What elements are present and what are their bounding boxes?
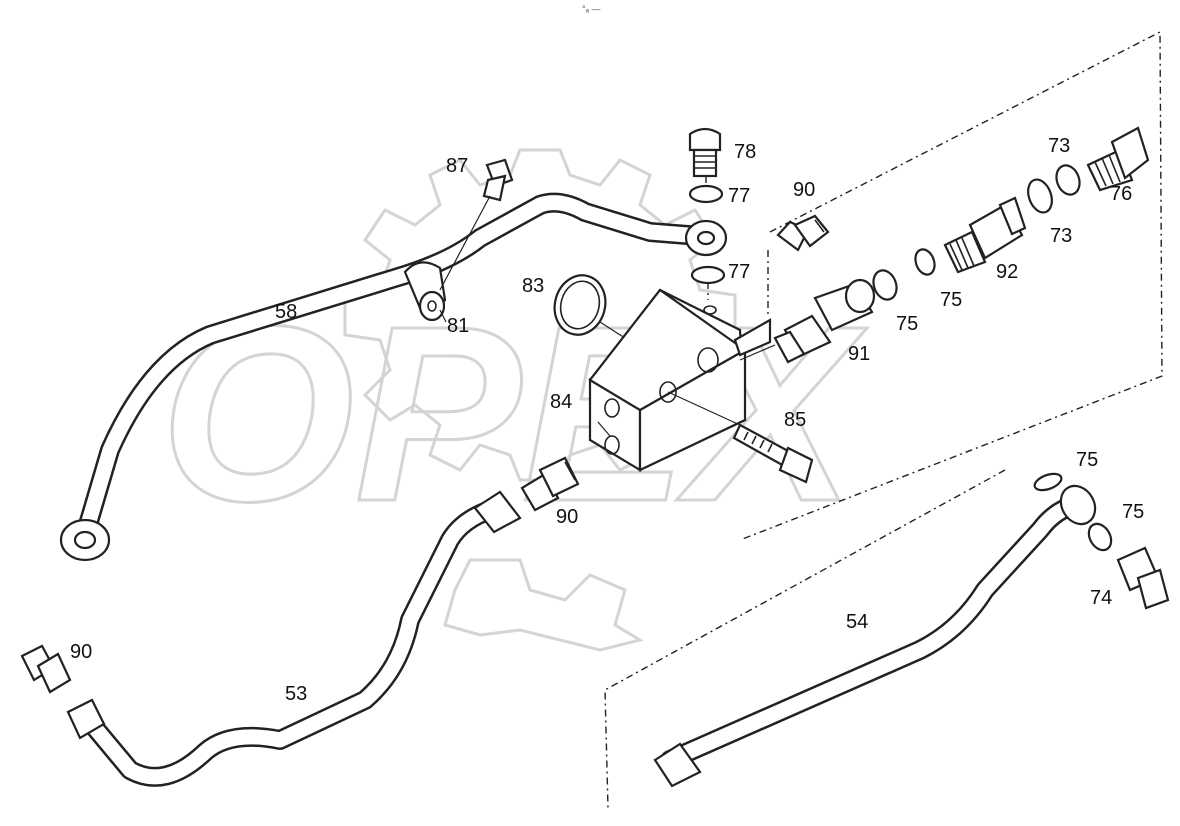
washer-73-a [1027, 178, 1053, 214]
label-73-bottom: 73 [1050, 225, 1072, 247]
label-75-a: 75 [940, 289, 962, 311]
valve-91 [739, 278, 876, 364]
relief-valve-92 [943, 196, 1027, 274]
bolt-85 [667, 391, 814, 484]
label-54: 54 [846, 611, 868, 633]
washer-77-lower [690, 265, 726, 285]
banjo-bolt-74 [1116, 546, 1170, 610]
header-mark: °ₐ — [582, 4, 600, 14]
label-83: 83 [522, 275, 544, 297]
leader-lines [439, 309, 611, 437]
fitting-90-middle [520, 456, 580, 512]
label-91: 91 [848, 343, 870, 365]
label-77-top: 77 [728, 185, 750, 207]
label-90-lower: 90 [70, 641, 92, 663]
label-75-d: 75 [1122, 501, 1144, 523]
label-58: 58 [275, 301, 297, 323]
pipe-58 [59, 192, 728, 562]
pipe-53 [66, 490, 522, 787]
label-87: 87 [446, 155, 468, 177]
label-90-middle: 90 [556, 506, 578, 528]
fitting-90-lower [20, 644, 72, 694]
label-75-b: 75 [896, 313, 918, 335]
washer-75-c [1033, 472, 1063, 492]
fitting-90-top [776, 214, 830, 252]
banjo-bolt-78 [688, 127, 722, 178]
label-73-top: 73 [1048, 135, 1070, 157]
label-78: 78 [734, 141, 756, 163]
pipe-54 [653, 484, 1097, 788]
part-labels: 53 54 58 73 73 74 75 75 75 75 76 77 77 7… [70, 135, 1144, 705]
label-75-c: 75 [1076, 449, 1098, 471]
washer-75-b [914, 248, 936, 276]
label-90-top: 90 [793, 179, 815, 201]
label-77-bottom: 77 [728, 261, 750, 283]
dashed-frames [604, 30, 1163, 809]
label-81: 81 [447, 315, 469, 337]
label-92: 92 [996, 261, 1018, 283]
bolt-87 [439, 158, 514, 291]
washer-77-upper [688, 184, 724, 204]
label-84: 84 [550, 391, 572, 413]
plug-76 [1086, 126, 1150, 192]
washer-75-d [1087, 522, 1113, 552]
label-74: 74 [1090, 587, 1112, 609]
label-76: 76 [1110, 183, 1132, 205]
washer-73-b [1055, 164, 1081, 196]
washer-75-a [872, 269, 898, 301]
label-85: 85 [784, 409, 806, 431]
valve-block-84 [588, 288, 772, 472]
label-53: 53 [285, 683, 307, 705]
watermark-gear-lower-icon [443, 558, 644, 652]
